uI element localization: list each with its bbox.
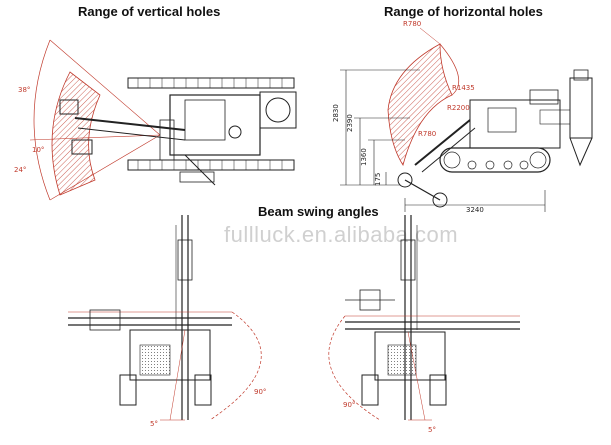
beam-swing-left-diagram: 90° 5°	[68, 215, 266, 428]
h2830-label: 2830	[332, 104, 340, 122]
angle-38-label: 38°	[18, 86, 30, 94]
left-swing-5-label: 5°	[150, 420, 158, 428]
beam-swing-title: Beam swing angles	[258, 204, 379, 219]
angle-10-label: 10°	[32, 146, 44, 154]
w3240-label: 3240	[466, 206, 484, 214]
right-swing-5-label: 5°	[428, 426, 436, 434]
h1360-label: 1360	[360, 148, 368, 166]
r2200-label: R2200	[447, 104, 470, 112]
r1435-label: R1435	[452, 84, 475, 92]
horizontal-range-area	[387, 43, 453, 166]
right-swing-90-label: 90°	[343, 401, 355, 409]
horizontal-holes-title: Range of horizontal holes	[384, 4, 543, 19]
left-swing-90-label: 90°	[254, 388, 266, 396]
vertical-range-area	[51, 71, 101, 196]
vertical-holes-diagram: 38° 10° 24°	[14, 39, 297, 201]
h2390-label: 2390	[346, 114, 354, 132]
watermark: fullluck.en.alibaba.com	[224, 222, 459, 247]
angle-24-label: 24°	[14, 166, 26, 174]
r780-bottom-label: R780	[418, 130, 436, 138]
vertical-holes-title: Range of vertical holes	[78, 4, 221, 19]
h175-label: 175	[374, 173, 382, 186]
r780-top-label: R780	[403, 20, 421, 28]
horizontal-holes-diagram: R780 R1435 R2200 R780 2830 2390 1360 175…	[332, 20, 593, 214]
beam-swing-right-diagram: 90° 5°	[328, 215, 520, 434]
